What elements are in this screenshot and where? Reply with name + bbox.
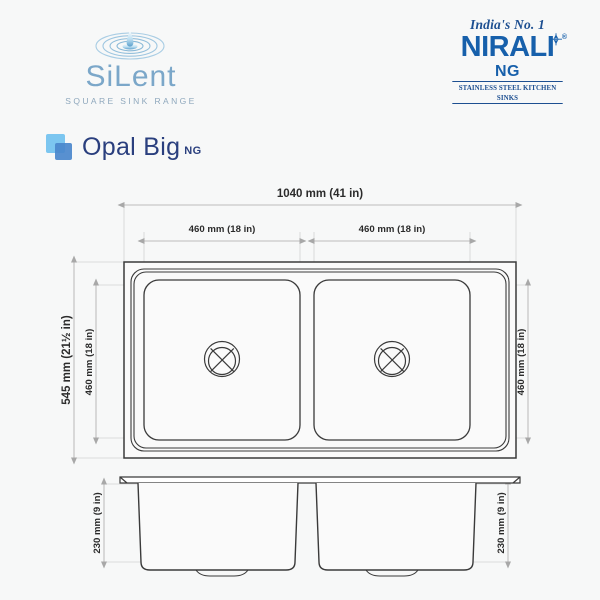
dimension-lines: [71, 202, 531, 569]
nirali-sub-brand-text: NG: [495, 63, 520, 80]
dim-overall-depth: 545 mm (21½ in): [61, 315, 73, 405]
dim-overall-width: 1040 mm (41 in): [277, 188, 363, 200]
registered-mark: ®: [561, 34, 567, 41]
drain-cross-icon: [203, 340, 241, 378]
silent-brand-logo: SiLent SQUARE SINK RANGE: [46, 26, 216, 108]
nirali-claim-text: India's No. 1: [470, 17, 545, 32]
plan-view: [123, 261, 517, 459]
drain-cross-icon: [373, 340, 411, 378]
square-front: [55, 143, 72, 160]
nirali-brand-text: NIRALI: [460, 31, 555, 63]
nirali-diamond-icon: [550, 33, 562, 46]
dim-bowl-height-left: 230 mm (9 in): [92, 492, 103, 553]
water-ripple-icon: [94, 26, 166, 62]
silent-logo-tagline: SQUARE SINK RANGE: [65, 96, 197, 106]
product-suffix: NG: [184, 145, 202, 157]
product-title: Opal Big NG: [46, 130, 202, 164]
silent-logo-wordmark: SiLent: [85, 60, 177, 93]
dim-bowl-left-width: 460 mm (18 in): [189, 224, 256, 235]
dim-bowl-depth-front: 460 mm (18 in): [84, 329, 95, 396]
product-name: Opal Big: [82, 132, 181, 161]
front-section-elevation: [119, 476, 521, 577]
two-squares-icon: [46, 134, 72, 160]
dim-bowl-depth-back: 460 mm (18 in): [516, 329, 527, 396]
nirali-manufacturer-logo: India's No. 1 NIRALI ® NG STAINLESS STEE…: [450, 17, 567, 104]
dim-bowl-right-width: 460 mm (18 in): [359, 224, 426, 235]
nirali-strapline: STAINLESS STEEL KITCHEN SINKS: [452, 81, 563, 104]
dim-bowl-height-right: 230 mm (9 in): [496, 492, 507, 553]
